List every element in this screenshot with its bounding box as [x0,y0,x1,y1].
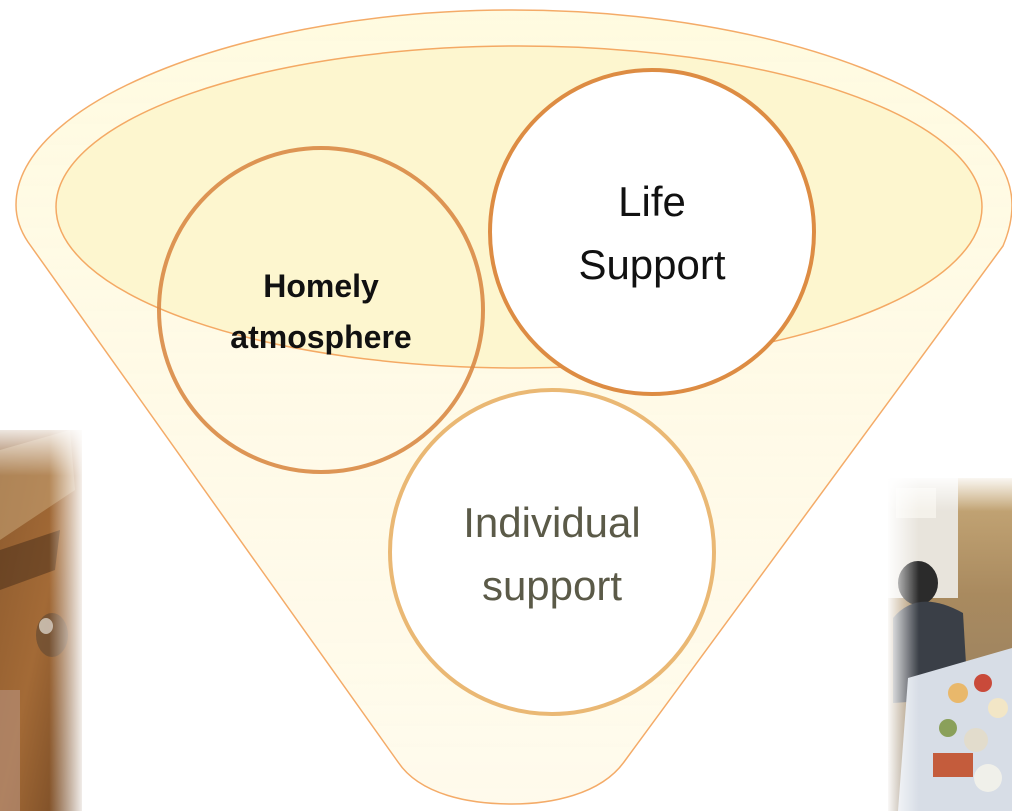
left-photo [0,430,82,811]
homely-label-line2: atmosphere [230,319,411,355]
homely-atmosphere-circle [157,146,485,474]
life-support-label-line1: Life [618,178,686,225]
right-photo [888,478,1012,811]
individual-support-label-line2: support [482,562,622,609]
individual-support-label-line1: Individual [463,499,640,546]
individual-support-circle [388,388,716,716]
life-support-circle [488,68,816,396]
life-support-label-line2: Support [578,241,725,288]
homely-label-line1: Homely [263,268,379,304]
